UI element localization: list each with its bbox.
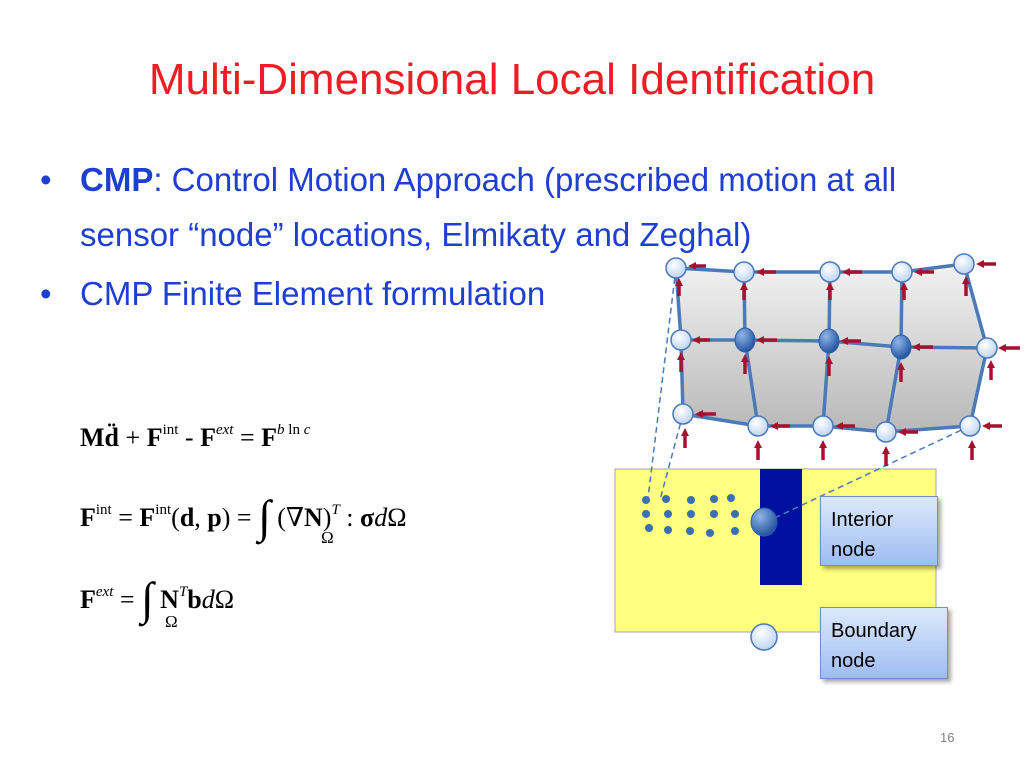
- equation-internal-force: Fint = Fint(d, p) = ∫ (∇N)T : σdΩ: [80, 491, 407, 542]
- equation-motion: Md̈ + Fint - Fext = Fb ln c: [80, 422, 311, 452]
- bullet-text: : Control Motion Approach (prescribed mo…: [80, 161, 897, 253]
- bullet-dot: •: [40, 275, 52, 312]
- integral-domain-omega: Ω: [165, 612, 178, 631]
- bullet-fe-formulation: • CMP Finite Element formulation: [40, 266, 960, 321]
- sensor-dot-grid: [642, 494, 739, 537]
- interior-nodes: [734, 327, 912, 360]
- equation-external-force: Fext = ∫ NTbdΩ: [80, 573, 235, 624]
- boundary-nodes: [665, 253, 998, 443]
- force-arrows: [675, 260, 1020, 466]
- interior-node-example: [750, 507, 778, 537]
- slide-title: Multi-Dimensional Local Identification: [148, 55, 876, 104]
- bullet-text: CMP Finite Element formulation: [80, 275, 546, 312]
- bullet-dot: •: [40, 161, 52, 198]
- interior-node-callout: Interior node: [820, 496, 938, 566]
- bullet-cmp: • CMP: Control Motion Approach (prescrib…: [40, 152, 960, 262]
- leader-lines: [647, 267, 971, 523]
- integral-domain-omega: Ω: [321, 528, 334, 547]
- bullet-bold-term: CMP: [80, 161, 154, 198]
- page-number: 16: [940, 730, 955, 745]
- bullet-list: • CMP: Control Motion Approach (prescrib…: [40, 152, 960, 325]
- boundary-node-callout: Boundary node: [820, 607, 948, 679]
- boundary-node-example: [750, 623, 778, 651]
